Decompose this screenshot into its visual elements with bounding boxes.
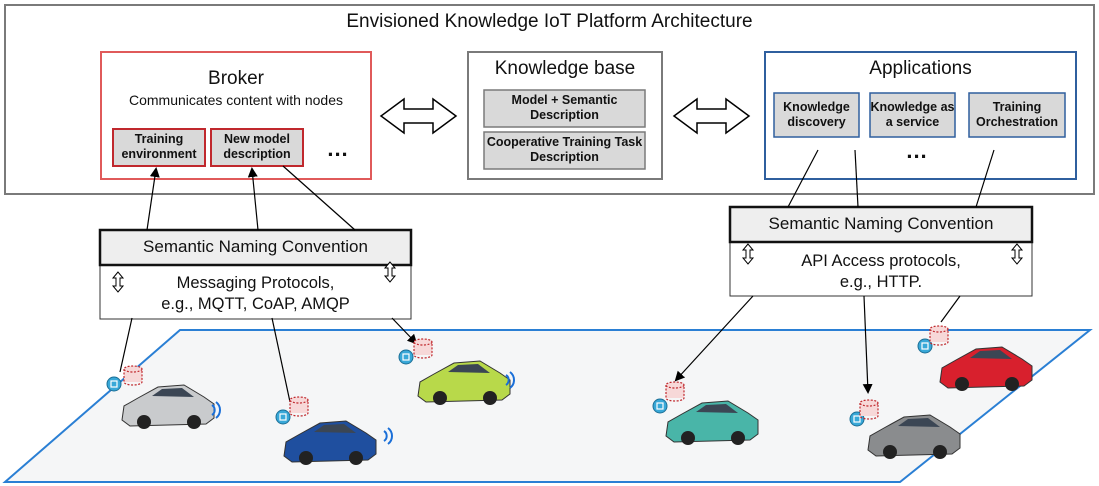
vehicle-1 [121, 384, 215, 429]
kb-item-model-semantic: Model + Semantic Description [511, 93, 618, 122]
right-updown-arrow-2 [1010, 243, 1024, 265]
connector-app3-to-stack [975, 149, 995, 208]
broker-kb-double-arrow [379, 97, 458, 135]
vehicle-3 [417, 360, 511, 405]
vehicle-6 [939, 346, 1033, 391]
left-semantic-naming-convention: Semantic Naming Convention [143, 237, 368, 256]
app-item-orchestration-box [968, 92, 1066, 138]
right-semantic-naming-convention: Semantic Naming Convention [768, 214, 994, 233]
left-messaging-protocols-line2: e.g., MQTT, CoAP, AMQP [161, 295, 350, 313]
right-naming-box [728, 205, 1034, 244]
left-protocols-box [99, 263, 412, 320]
kb-item-task-box [483, 131, 646, 170]
connector-left-to-newmodel [247, 167, 259, 231]
node-chip-icon [398, 349, 414, 365]
left-updown-arrow-2 [383, 261, 397, 283]
connector-newmodel-to-stack [282, 165, 356, 231]
left-naming-box [98, 228, 413, 267]
vehicle-4 [665, 400, 759, 445]
connector-car6-to-stack [940, 295, 961, 323]
broker-item-training-environment: Training environment [121, 132, 197, 161]
left-messaging-protocols-line1: Messaging Protocols, [176, 274, 335, 292]
connector-car2-to-stack [271, 317, 291, 403]
applications-title: Applications [869, 58, 972, 79]
connector-stack-to-car5 [862, 295, 873, 394]
vehicle-2 [283, 420, 377, 465]
app-item-kaas-box [869, 92, 956, 138]
connector-stack-to-car4 [674, 295, 754, 382]
app-item-knowledge-discovery: Knowledge discovery [783, 100, 850, 129]
ground-plane [2, 329, 1093, 483]
broker-item-new-model-description: New model description [223, 132, 291, 161]
node-chip-icon [275, 409, 291, 425]
broker-subtitle: Communicates content with nodes [129, 92, 343, 108]
connector-app1-to-stack [787, 149, 819, 208]
kb-applications-double-arrow [672, 97, 751, 135]
app-item-discovery-box [773, 92, 860, 138]
app-item-training-orchestration: Training Orchestration [976, 100, 1058, 129]
broker-more-ellipsis: ... [327, 136, 349, 161]
connector-app2-to-stack [854, 149, 859, 208]
applications-more-ellipsis: ... [906, 138, 928, 163]
right-api-protocols-line1: API Access protocols, [801, 252, 961, 270]
node-chip-icon [652, 398, 668, 414]
vehicle-5 [867, 414, 961, 459]
connector-left-to-training [146, 167, 160, 231]
platform-title: Envisioned Knowledge IoT Platform Archit… [346, 11, 753, 32]
knowledge-base-title: Knowledge base [494, 58, 636, 79]
connector-car1-to-stack [119, 317, 133, 373]
broker-item-new-model-box [210, 128, 304, 167]
right-updown-arrow-1 [741, 243, 755, 265]
broker-item-training-environment-box [112, 128, 206, 167]
kb-item-cooperative-training: Cooperative Training Task Description [486, 135, 643, 164]
app-item-knowledge-as-a-service: Knowledge as a service [870, 100, 955, 129]
broker-title: Broker [208, 68, 264, 89]
right-api-protocols-line2: e.g., HTTP. [839, 273, 923, 291]
connector-stack-to-car3 [391, 317, 418, 345]
node-chip-icon [106, 376, 122, 392]
kb-item-model-box [483, 89, 646, 128]
left-updown-arrow-1 [111, 271, 125, 293]
